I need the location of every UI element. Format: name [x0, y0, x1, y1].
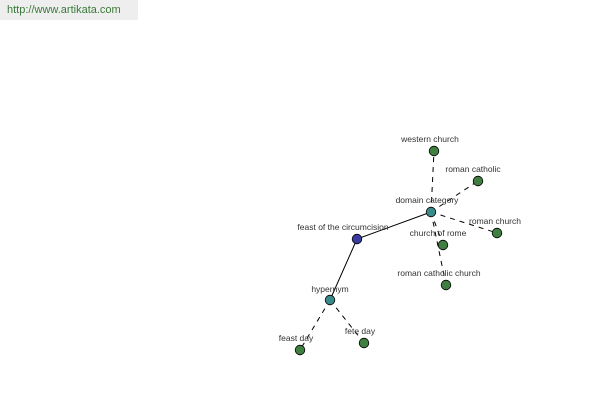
node-label-churchrome: church of rome [410, 228, 467, 238]
node-feast[interactable] [351, 233, 363, 245]
edge-feast-hypernym [329, 238, 358, 301]
source-url-link[interactable]: http://www.artikata.com [7, 4, 121, 16]
node-label-feastday: feast day [279, 333, 314, 343]
node-hypernym[interactable] [324, 294, 336, 306]
edge-feast-domain [356, 211, 432, 240]
node-label-rcchurch: roman catholic church [397, 268, 480, 278]
node-romanchurch[interactable] [491, 227, 503, 239]
node-label-rc: roman catholic [445, 164, 501, 174]
node-western[interactable] [428, 145, 440, 157]
edge-domain-rcchurch [430, 211, 447, 286]
source-url-bar: http://www.artikata.com [0, 0, 138, 20]
node-label-domain: domain category [396, 195, 460, 205]
edge-hypernym-feteday [329, 299, 365, 344]
node-label-romanchurch: roman church [469, 216, 521, 226]
edge-domain-western [430, 150, 435, 213]
node-feastday[interactable] [294, 344, 306, 356]
node-label-hypernym: hypernym [311, 284, 348, 294]
node-feteday[interactable] [358, 337, 370, 349]
edges-layer [299, 150, 498, 351]
node-rcchurch[interactable] [440, 279, 452, 291]
node-rc[interactable] [472, 175, 484, 187]
labels-layer: feast of the circumcision domain category… [279, 134, 522, 343]
node-label-feteday: fete day [345, 326, 376, 336]
nodes-layer [294, 145, 503, 356]
node-label-western: western church [400, 134, 459, 144]
edge-domain-romanchurch [430, 211, 498, 234]
node-churchrome[interactable] [437, 239, 449, 251]
node-label-feast: feast of the circumcision [297, 222, 388, 232]
node-domain[interactable] [425, 206, 437, 218]
